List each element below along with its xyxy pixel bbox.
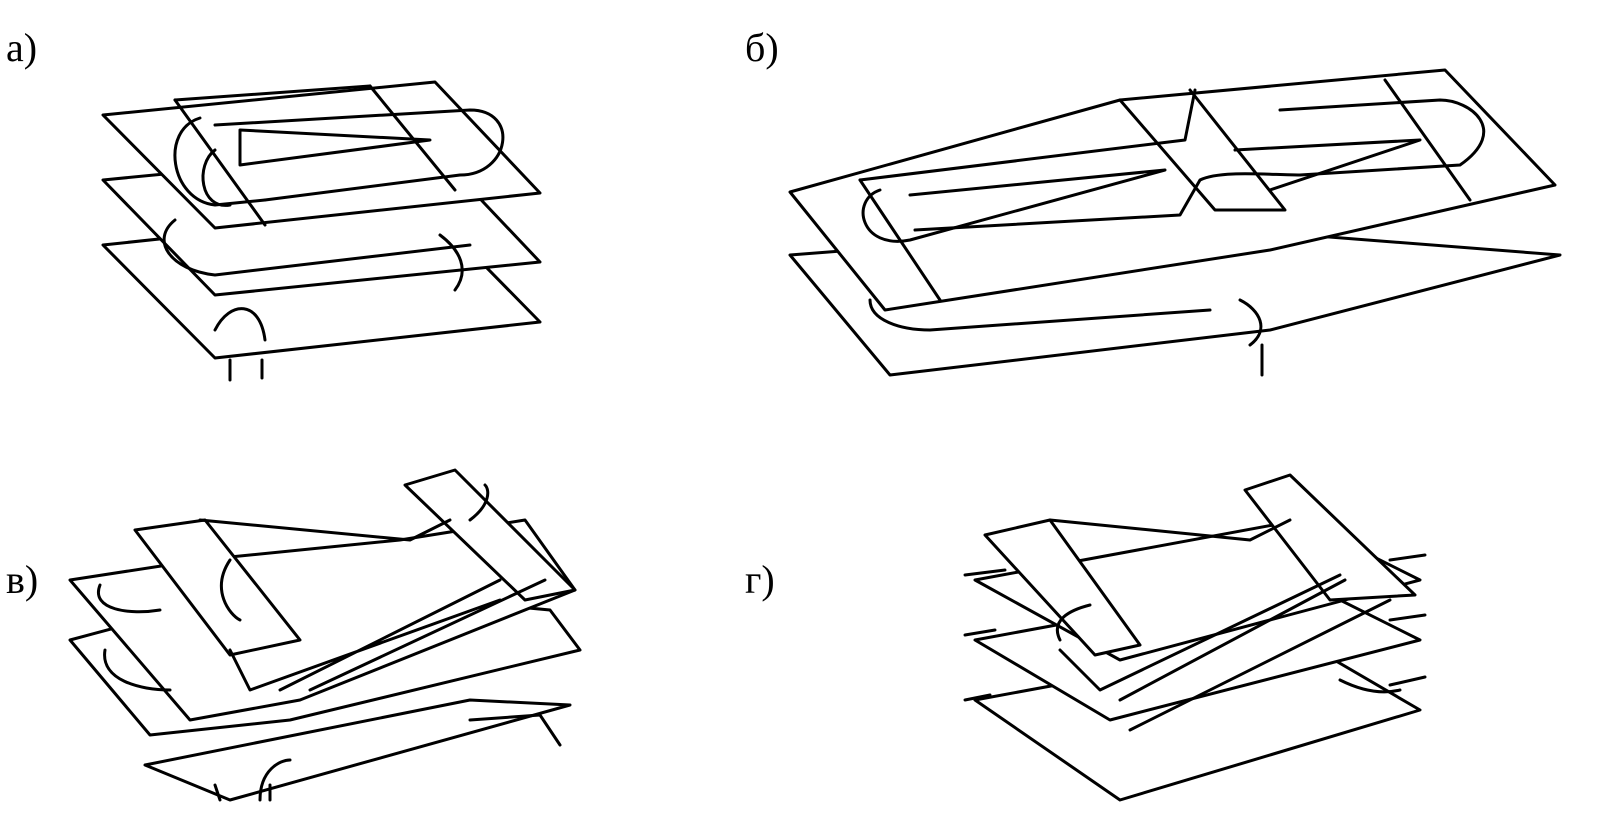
panel-g-drawing	[963, 473, 1427, 802]
panel-v-drawing	[68, 468, 582, 802]
panel-label-b: б)	[745, 25, 779, 70]
panel-label-v: в)	[6, 557, 39, 602]
panel-label-g: г)	[745, 557, 775, 602]
panel-b-drawing	[788, 68, 1562, 377]
panel-a-drawing	[101, 80, 542, 382]
panel-label-a: а)	[6, 25, 38, 70]
